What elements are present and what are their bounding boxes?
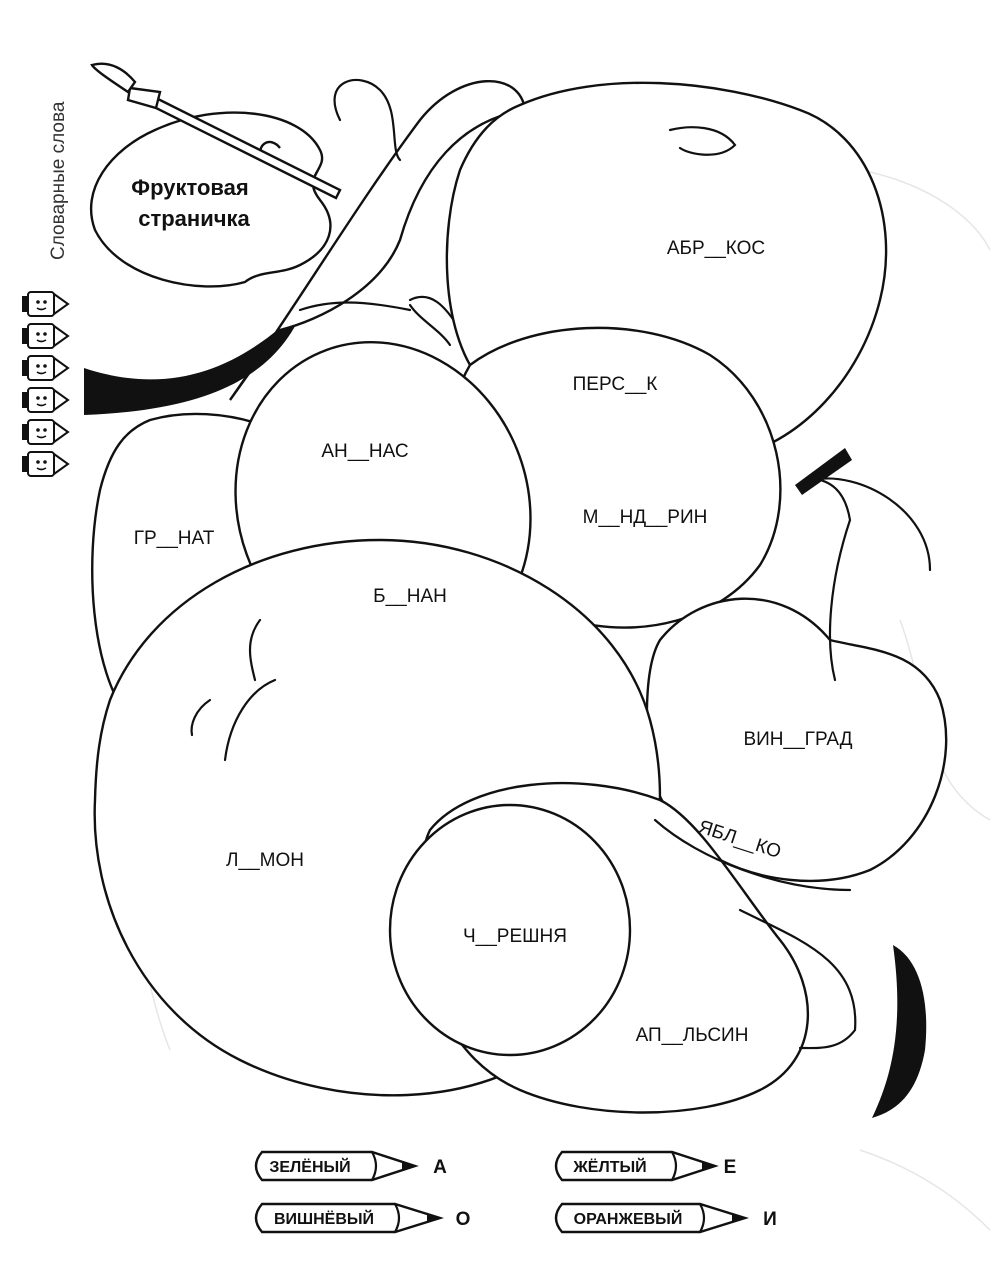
label-banana: Б__НАН	[373, 586, 447, 607]
legend-word: ВИШНЁВЫЙ	[274, 1209, 374, 1228]
legend-item-cherry: ВИШНЁВЫЙ О	[254, 1202, 471, 1234]
pencil-row-icon	[21, 291, 70, 477]
legend-item-orange: ОРАНЖЕВЫЙ И	[554, 1202, 777, 1234]
title-line-2: страничка	[138, 206, 250, 231]
legend-word: ЖЁЛТЫЙ	[572, 1157, 646, 1176]
decorative-swoosh-right	[872, 945, 927, 1118]
legend-letter: О	[456, 1209, 471, 1230]
label-lemon: Л__МОН	[226, 850, 304, 871]
label-pineapple: АН__НАС	[321, 441, 408, 462]
legend-item-yellow: ЖЁЛТЫЙ Е	[554, 1150, 737, 1182]
legend-letter: И	[763, 1209, 777, 1230]
legend-word: ОРАНЖЕВЫЙ	[574, 1209, 683, 1228]
color-legend: ЗЕЛЁНЫЙ А ЖЁЛТЫЙ Е ВИШНЁВЫЙ О ОРАНЖЕВЫЙ …	[254, 1150, 777, 1234]
label-mandarin: М__НД__РИН	[583, 507, 708, 528]
title-line-1: Фруктовая	[131, 175, 248, 200]
section-label: Словарные слова	[48, 101, 69, 260]
legend-letter: Е	[724, 1157, 737, 1178]
label-cherry: Ч__РЕШНЯ	[463, 926, 567, 947]
legend-word: ЗЕЛЁНЫЙ	[269, 1157, 350, 1176]
fruit-cherry[interactable]	[388, 803, 632, 1057]
label-pomegranate: ГР__НАТ	[134, 528, 215, 549]
paint-brush-icon	[90, 62, 342, 200]
decorative-swoosh	[84, 305, 305, 415]
label-peach: ПЕРС__К	[573, 374, 658, 395]
label-apricot: АБР__КОС	[667, 238, 765, 259]
legend-item-green: ЗЕЛЁНЫЙ А	[254, 1150, 447, 1182]
label-grape: ВИН__ГРАД	[743, 729, 852, 750]
label-orange: АП__ЛЬСИН	[636, 1025, 749, 1046]
legend-letter: А	[433, 1157, 447, 1178]
